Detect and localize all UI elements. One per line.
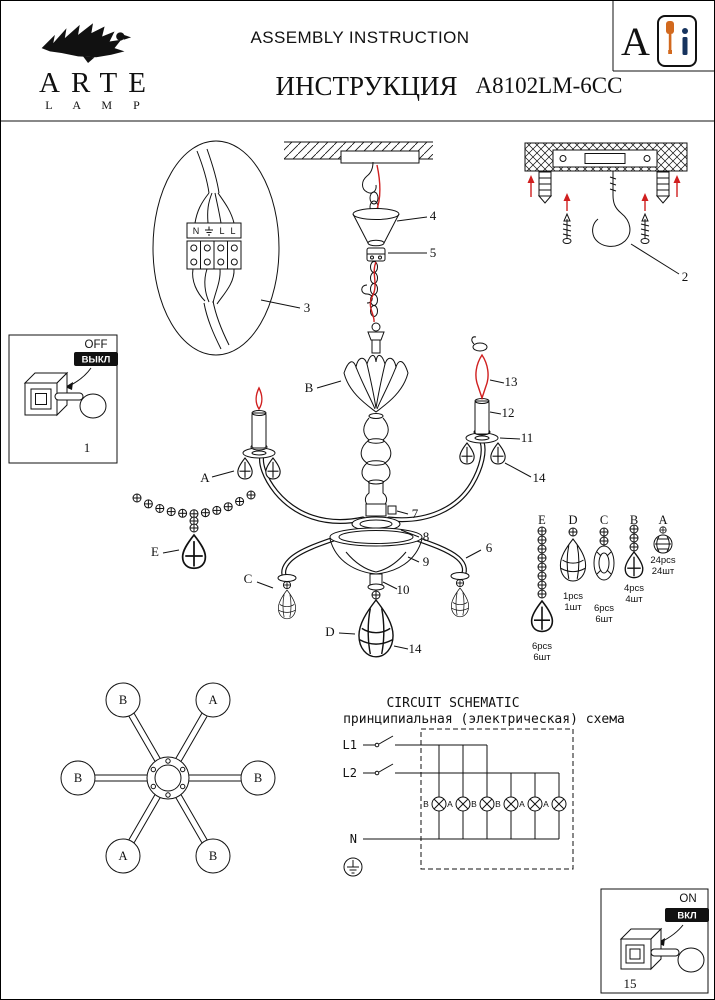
- brand-subname: L A M P: [45, 98, 149, 112]
- qty-c-en: 6pcs: [594, 603, 614, 614]
- brand-logo: ARTE L A M P: [17, 5, 169, 112]
- terminal-l1-label: L: [219, 226, 224, 236]
- bracket-mount-diagram: [524, 142, 688, 247]
- qty-e-ru: 6шт: [533, 652, 551, 663]
- earth-ground-icon: [343, 857, 363, 877]
- ceiling-mount-diagram: [284, 141, 433, 214]
- part-letter-d: D: [325, 624, 334, 639]
- legend-letter-b: B: [630, 513, 638, 527]
- callout-7: 7: [412, 506, 419, 521]
- legend-letter-c: C: [600, 513, 608, 527]
- part-letter-e: E: [151, 544, 159, 559]
- qty-e-en: 6pcs: [532, 641, 552, 652]
- off-label-ru: ВЫКЛ: [82, 355, 111, 366]
- page-title-ru: ИНСТРУКЦИЯ: [275, 71, 458, 101]
- part-letter-b: B: [305, 380, 314, 395]
- callout-13: 13: [505, 374, 518, 389]
- lamp-label-1: A: [447, 799, 453, 809]
- power-off-step: OFF ВЫКЛ 1: [8, 334, 118, 464]
- off-label: OFF: [85, 339, 108, 351]
- pointing-hand-icon: [650, 947, 705, 973]
- neutral-label: N: [350, 832, 357, 846]
- screwdriver-icon: [666, 21, 674, 54]
- topview-label-2: B: [74, 771, 82, 785]
- topview-label-4: A: [118, 849, 127, 863]
- qty-b-ru: 4шт: [625, 594, 643, 605]
- arm-layout-top-view: B A B B A B: [60, 682, 276, 874]
- callout-14-bottom: 14: [409, 641, 423, 656]
- qty-b-en: 4pcs: [624, 583, 644, 594]
- qty-c-ru: 6шт: [595, 614, 613, 625]
- earth-ground-icon: [205, 226, 213, 236]
- legend-letter-e: E: [538, 513, 546, 527]
- callout-4: 4: [430, 208, 437, 223]
- topview-label-1: A: [208, 693, 217, 707]
- info-icon: [682, 28, 688, 55]
- crystal-parts-legend: E D C B A 6pcs 6шт 1pcs 1шт 6pcs 6ш: [530, 513, 676, 663]
- callout-5: 5: [430, 245, 437, 260]
- circuit-title-ru: принципиальная (электрическая) схема: [343, 712, 625, 727]
- model-number: A8102LM-6CC: [475, 73, 623, 98]
- topview-label-0: B: [119, 693, 127, 707]
- screw-right: [640, 193, 650, 244]
- circuit-schematic: CIRCUIT SCHEMATIC принципиальная (электр…: [343, 696, 625, 877]
- wiring-detail-diagram: N L L: [152, 140, 280, 356]
- legend-letter-d: D: [568, 513, 577, 527]
- on-label-ru: ВКЛ: [677, 911, 697, 922]
- pointing-hand-icon: [54, 392, 107, 419]
- brand-name: ARTE: [39, 67, 157, 99]
- callout-11: 11: [521, 430, 534, 445]
- qty-a-en: 24pcs: [650, 555, 676, 566]
- insert-arrow-icon: [527, 175, 681, 197]
- callout-3: 3: [304, 300, 311, 315]
- chandelier-diagram: 3 4 5 2 13 12 11 14 B A 7 8 6 9 10 C D 1…: [132, 164, 689, 658]
- qty-d-en: 1pcs: [563, 591, 583, 602]
- lamp-label-4: A: [519, 799, 525, 809]
- lamp-label-5: A: [543, 799, 549, 809]
- part-letter-a: A: [200, 470, 210, 485]
- callout-14-right: 14: [533, 470, 547, 485]
- callout-2: 2: [682, 269, 689, 284]
- lamp-label-0: B: [423, 799, 429, 809]
- screw-left: [562, 193, 572, 244]
- tools-badge: [657, 15, 697, 67]
- terminal-l2-label: L: [230, 226, 235, 236]
- eagle-logo-icon: [41, 23, 132, 63]
- lamp-label-2: B: [471, 799, 477, 809]
- callout-8: 8: [423, 529, 430, 544]
- terminal-n-label: N: [193, 226, 200, 236]
- topview-label-5: B: [209, 849, 217, 863]
- qty-d-ru: 1шт: [564, 602, 582, 613]
- lamp-label-3: B: [495, 799, 501, 809]
- step-15-label: 15: [624, 976, 637, 991]
- callout-12: 12: [502, 405, 515, 420]
- step-1-label: 1: [84, 440, 91, 455]
- callout-6: 6: [486, 540, 493, 555]
- qty-a-ru: 24шт: [652, 566, 675, 577]
- callout-9: 9: [423, 554, 430, 569]
- topview-label-3: B: [254, 771, 262, 785]
- line1-label: L1: [343, 738, 357, 752]
- power-on-step: ON ВКЛ 15: [600, 888, 709, 994]
- ceiling-hook: [592, 171, 631, 247]
- part-letter-c: C: [244, 571, 253, 586]
- callout-10: 10: [397, 582, 410, 597]
- line2-label: L2: [343, 766, 357, 780]
- circuit-title-en: CIRCUIT SCHEMATIC: [386, 696, 519, 711]
- corner-letter: A: [621, 19, 650, 64]
- on-label: ON: [679, 893, 696, 905]
- callout-leaders: [162, 216, 680, 650]
- legend-letter-a: A: [658, 513, 667, 527]
- page-title-en: ASSEMBLY INSTRUCTION: [250, 28, 470, 47]
